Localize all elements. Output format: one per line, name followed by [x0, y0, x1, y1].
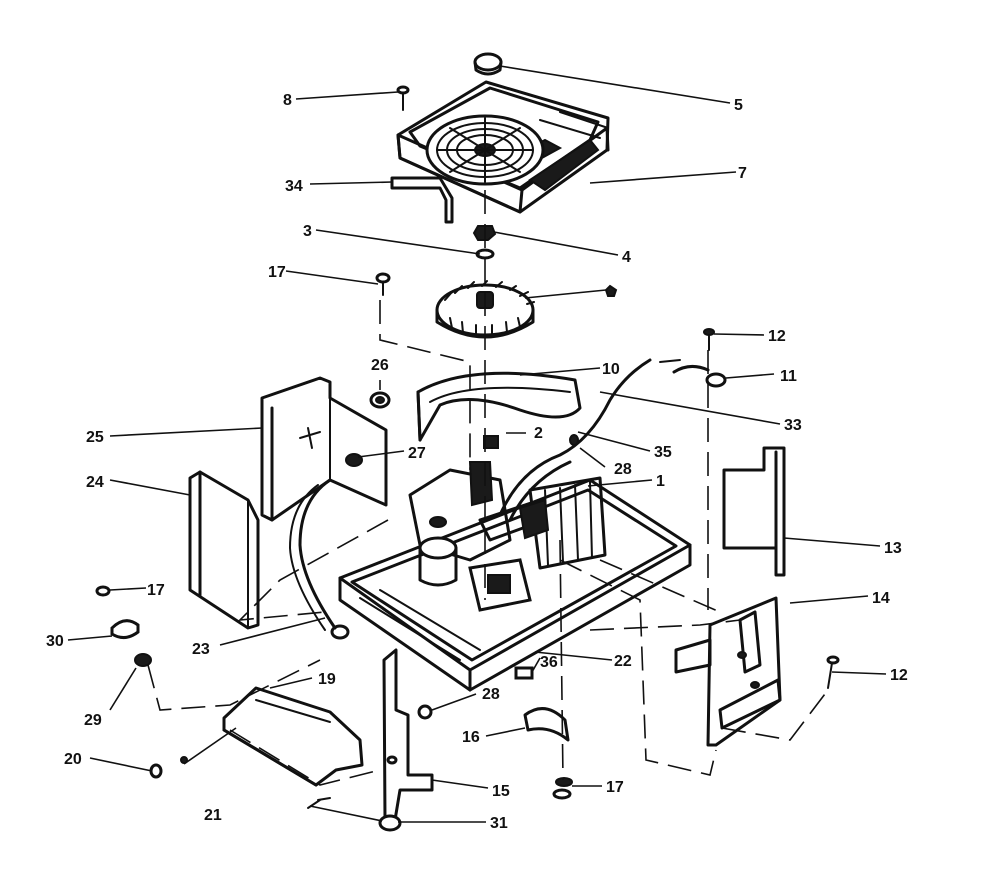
callout-29: 29	[84, 712, 102, 729]
tube-part-16	[523, 707, 570, 742]
leader-lines	[67, 65, 887, 823]
callout-36: 36	[540, 654, 558, 671]
callout-12a: 12	[768, 328, 786, 345]
fan-blade-part	[435, 280, 618, 339]
callout-33: 33	[784, 417, 802, 434]
callout-26: 26	[371, 357, 389, 374]
callout-30: 30	[46, 633, 64, 650]
callout-8: 8	[283, 92, 292, 109]
callout-22: 22	[614, 653, 632, 670]
callout-14: 14	[872, 590, 890, 607]
side-panel-part-13	[722, 446, 786, 577]
callout-25: 25	[86, 429, 104, 446]
callout-16: 16	[462, 729, 480, 746]
side-panel-part-25	[260, 376, 388, 522]
callout-17b: 17	[147, 582, 165, 599]
foot-part-31	[307, 797, 402, 832]
callout-20: 20	[64, 751, 82, 768]
screw-part-12a	[703, 328, 715, 351]
callout-7: 7	[738, 165, 747, 182]
screw-part-12b	[826, 655, 840, 689]
heat-exchanger-part	[518, 476, 607, 570]
callout-labels: 1 2 3 4 5 7 8 10 11 12 12 13 14 15 16 17…	[46, 92, 908, 832]
screw-part-8	[396, 85, 410, 111]
bracket-part-14	[674, 596, 782, 747]
callout-11: 11	[780, 368, 797, 385]
callout-17a: 17	[268, 264, 286, 281]
bracket-part-34	[390, 176, 454, 224]
callout-1: 1	[656, 473, 665, 490]
callout-5: 5	[734, 97, 743, 114]
callout-2: 2	[534, 425, 543, 442]
callout-27: 27	[408, 445, 426, 462]
fan-grille-part	[425, 114, 545, 186]
callout-19: 19	[318, 671, 336, 688]
side-panel-part-24	[188, 470, 260, 630]
clip-part-11	[672, 365, 727, 388]
callout-4: 4	[622, 249, 631, 266]
callout-24: 24	[86, 474, 104, 491]
callout-23: 23	[192, 641, 210, 658]
hose-part-23	[288, 478, 337, 631]
callout-21: 21	[204, 807, 222, 824]
callout-35: 35	[654, 444, 672, 461]
tubing-part	[498, 358, 681, 522]
callout-34: 34	[285, 178, 303, 195]
callout-3: 3	[303, 223, 312, 240]
front-panel-part-19	[222, 686, 364, 787]
callout-17c: 17	[606, 779, 624, 796]
grommet-part-26	[369, 391, 391, 409]
small-fasteners	[95, 272, 579, 800]
knob-part	[473, 52, 503, 76]
callout-12b: 12	[890, 667, 908, 684]
bracket-part-15	[382, 648, 434, 822]
callout-10: 10	[602, 361, 620, 378]
callout-31: 31	[490, 815, 508, 832]
assembly-lines	[147, 190, 829, 786]
shroud-part	[416, 371, 582, 442]
callout-13: 13	[884, 540, 902, 557]
callout-28a: 28	[614, 461, 632, 478]
callout-28b: 28	[482, 686, 500, 703]
callout-15: 15	[492, 783, 510, 800]
